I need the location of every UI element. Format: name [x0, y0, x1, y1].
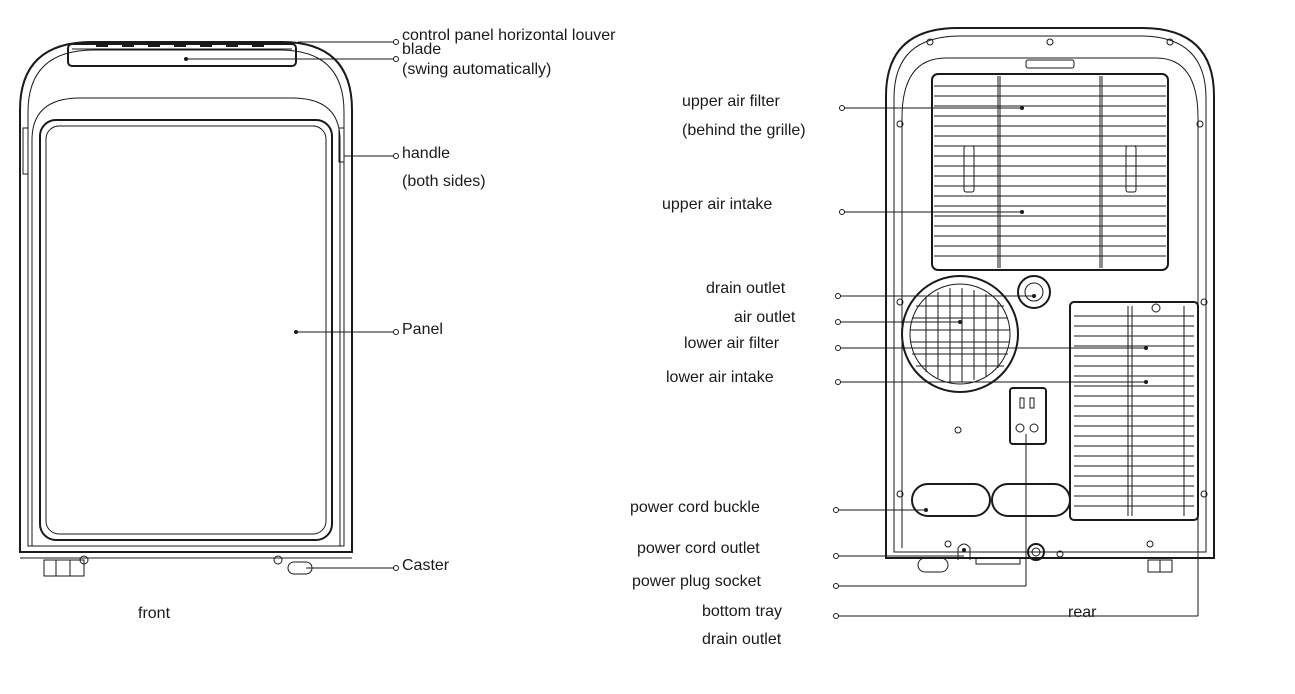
rear-view: upper air filter (behind the grille) upp… — [630, 27, 1215, 648]
power-cord-buckle-left — [911, 483, 991, 517]
label-upper-filter-line2: (behind the grille) — [682, 122, 806, 139]
rear-body-outline — [885, 27, 1215, 559]
rear-leaders — [833, 105, 1199, 619]
front-view: control panel horizontal louver blade (s… — [19, 27, 616, 622]
rear-body-inner-outline — [893, 35, 1207, 553]
rear-caster-left — [917, 557, 949, 573]
power-cord-buckle-right — [991, 483, 1071, 517]
front-inner-arch — [31, 97, 341, 546]
upper-grille-slats — [934, 76, 1166, 268]
front-leaders — [184, 39, 399, 571]
rear-caster-right — [1147, 559, 1173, 573]
upper-air-intake-grille — [931, 73, 1169, 271]
label-lower-intake: lower air intake — [666, 369, 774, 386]
label-louver-line1: control panel horizontal louver — [402, 27, 616, 44]
front-body-inner-outline — [27, 49, 345, 547]
label-drain-outlet-top: drain outlet — [706, 280, 786, 297]
front-handle-left — [22, 127, 29, 175]
label-plug-socket: power plug socket — [632, 573, 762, 590]
front-caster-right — [273, 555, 313, 575]
label-handle-line2: (both sides) — [402, 173, 486, 190]
label-lower-filter: lower air filter — [684, 335, 780, 352]
lower-air-intake-grille — [1069, 301, 1199, 521]
drain-outlet-upper — [1017, 275, 1051, 309]
control-panel — [67, 43, 297, 67]
label-handle-line1: handle — [402, 145, 450, 162]
label-louver-line3: (swing automatically) — [402, 61, 551, 78]
label-louver-line2: blade — [402, 41, 441, 58]
front-caster-left — [43, 555, 89, 577]
front-body-outline — [19, 41, 353, 553]
label-bottom-tray: bottom tray — [702, 603, 782, 620]
drain-outlet-lower — [1027, 543, 1045, 561]
label-panel: Panel — [402, 321, 443, 338]
label-cord-outlet: power cord outlet — [637, 540, 760, 557]
caption-rear: rear — [1068, 604, 1097, 621]
front-panel-inner — [45, 125, 327, 535]
power-plug-socket-box — [1009, 387, 1047, 445]
lower-grille-slats — [1074, 306, 1194, 516]
front-panel — [39, 119, 333, 541]
label-drain-outlet-bottom: drain outlet — [702, 631, 782, 648]
air-outlet-ring — [901, 275, 1019, 393]
air-outlet-grid — [910, 288, 1010, 382]
label-air-outlet: air outlet — [734, 309, 796, 326]
label-upper-filter-line1: upper air filter — [682, 93, 780, 110]
front-handle-right — [338, 127, 345, 163]
label-caster: Caster — [402, 557, 450, 574]
label-cord-buckle: power cord buckle — [630, 499, 760, 516]
caption-front: front — [138, 605, 171, 622]
label-upper-intake: upper air intake — [662, 196, 772, 213]
bottom-tray — [975, 557, 1021, 565]
power-cord-outlet — [957, 543, 971, 560]
rear-screws — [896, 38, 1208, 548]
